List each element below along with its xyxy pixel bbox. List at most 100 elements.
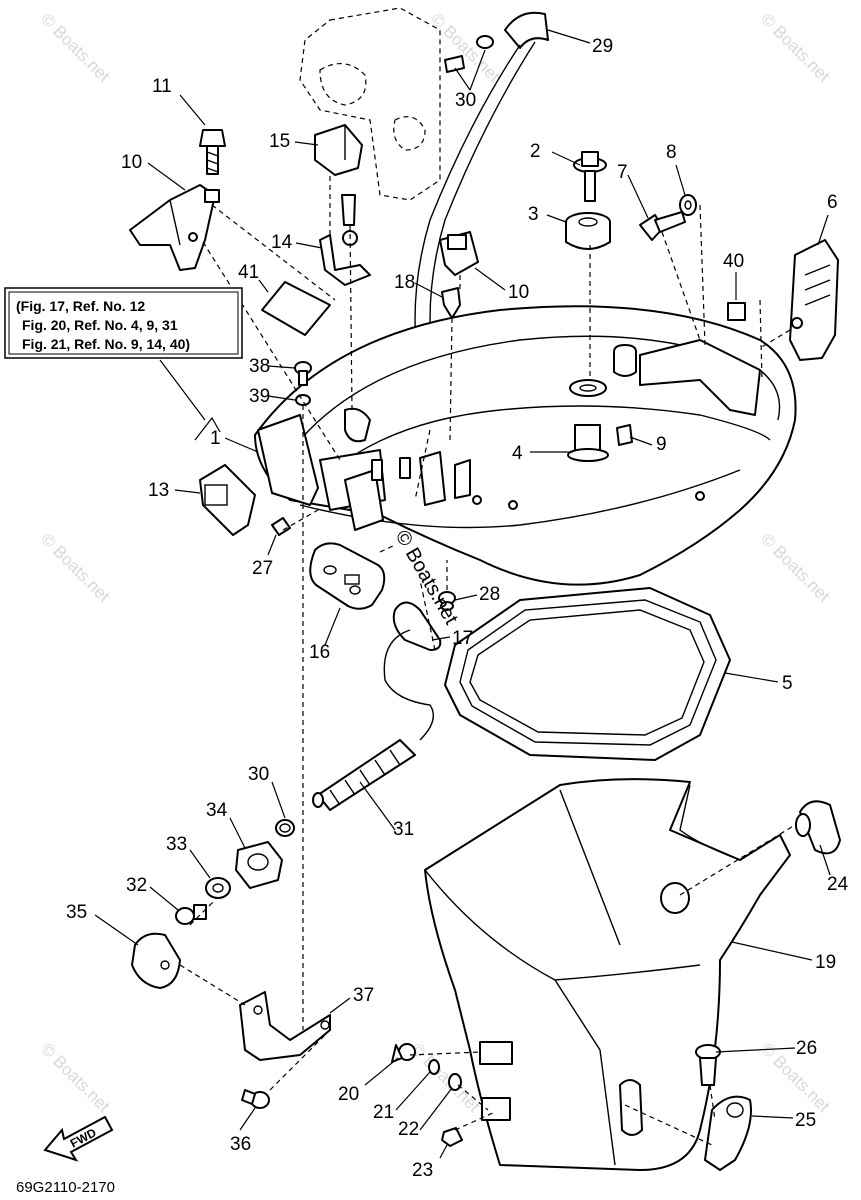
washer-39: [295, 394, 311, 406]
callout-7: 7: [617, 162, 628, 183]
diagram-part-number: 69G2110-2170: [16, 1179, 115, 1196]
watermark-bottom-left: © Boats.net: [37, 1039, 114, 1116]
bolt-2: [573, 151, 607, 202]
callout-41: 41: [238, 262, 259, 283]
callout-28: 28: [479, 584, 500, 605]
reference-note-frame: [4, 287, 243, 359]
callout-1: 1: [210, 428, 221, 449]
callout-16: 16: [309, 642, 330, 663]
bolt-7: [639, 211, 686, 241]
washer-21: [428, 1059, 440, 1075]
callout-25: 25: [795, 1110, 816, 1131]
latch-6: [789, 239, 839, 361]
callout-29: 29: [592, 36, 613, 57]
callout-15: 15: [269, 131, 290, 152]
callout-37: 37: [353, 985, 374, 1006]
grommet-15: [314, 124, 363, 176]
callout-39: 39: [249, 386, 270, 407]
seal-5: [444, 587, 731, 761]
callout-32: 32: [126, 875, 147, 896]
clamp-top: [444, 35, 494, 73]
watermark-top-right: © Boats.net: [757, 9, 834, 86]
callout-23: 23: [412, 1160, 433, 1181]
watermark-top-mid: © Boats.net: [427, 9, 504, 86]
fwd-arrow: FWD: [43, 1115, 114, 1162]
grommet-27: [271, 517, 291, 536]
callout-36: 36: [230, 1134, 251, 1155]
callout-13: 13: [148, 480, 169, 501]
callout-5: 5: [782, 673, 793, 694]
washer-33: [205, 877, 231, 899]
grommet-24: [795, 800, 841, 855]
reference-note-leader: [159, 359, 221, 441]
watermark-mid-right: © Boats.net: [757, 529, 834, 606]
callout-20: 20: [338, 1084, 359, 1105]
nut-28: [438, 591, 456, 611]
bracket-37: [239, 991, 331, 1061]
fwd-arrow-icon: [43, 1115, 114, 1162]
bottom-cowling: [254, 305, 797, 586]
bolt-12: [199, 129, 226, 175]
grommet-17: [392, 601, 442, 651]
callout-22: 22: [398, 1119, 419, 1140]
callout-leaders: [94, 29, 831, 1159]
watermark-mid-left: © Boats.net: [37, 529, 114, 606]
callout-14: 14: [271, 232, 293, 253]
engine-bracket-ghost: [299, 7, 441, 201]
callout-27: 27: [252, 558, 273, 579]
callout-33: 33: [166, 834, 187, 855]
callout-30-top: 30: [455, 90, 476, 111]
callout-18: 18: [394, 272, 415, 293]
washer-22: [448, 1073, 462, 1091]
label-40: [727, 302, 746, 321]
cable-31: [312, 629, 434, 811]
callout-9: 9: [656, 434, 667, 455]
callout-4: 4: [512, 443, 523, 464]
callout-35: 35: [66, 902, 87, 923]
grommet-3: [565, 212, 611, 250]
reference-note-inner-frame: [8, 291, 239, 355]
bracket-25: [704, 1095, 752, 1171]
callout-31: 31: [393, 819, 414, 840]
callout-numbers: 11 10 15 14 41 18 10 2 3 7 8 6 40 29 30 …: [66, 36, 849, 1181]
callout-8: 8: [666, 142, 677, 163]
label-41: [261, 281, 331, 336]
callout-12: 11: [152, 76, 172, 97]
callout-19: 19: [815, 952, 836, 973]
grommet-16: [309, 542, 386, 610]
callout-6: 6: [827, 192, 838, 213]
callout-11: 10: [121, 152, 142, 173]
callout-30-bottom: 30: [248, 764, 269, 785]
nut-23: [441, 1127, 463, 1147]
reference-note-box: (Fig. 17, Ref. No. 12 Fig. 20, Ref. No. …: [4, 287, 243, 441]
callout-21: 21: [373, 1102, 394, 1123]
reference-note-line-3: Fig. 21, Ref. No. 9, 14, 40): [22, 336, 190, 352]
callout-24: 24: [827, 874, 849, 895]
nut-34: [235, 841, 283, 889]
callout-34: 34: [206, 800, 228, 821]
callout-3: 3: [528, 204, 539, 225]
reference-note-line-2: Fig. 20, Ref. No. 4, 9, 31: [22, 317, 178, 333]
washer-8: [679, 194, 697, 216]
clip-14: [319, 194, 371, 286]
callout-10: 10: [508, 282, 529, 303]
lower-cover-19: [424, 778, 791, 1171]
callout-40: 40: [723, 251, 744, 272]
reference-note-line-1: (Fig. 17, Ref. No. 12: [16, 298, 145, 314]
callout-2: 2: [530, 141, 541, 162]
clamp-30: [275, 819, 295, 837]
bolt-38: [294, 361, 312, 386]
grommet-13: [199, 464, 256, 536]
grommet-10: [439, 231, 479, 276]
screw-36: [241, 1089, 270, 1109]
assembly-lines: [179, 176, 796, 1146]
bolt-18: [441, 287, 461, 319]
fitting-32: [175, 904, 207, 925]
watermark-top-left: © Boats.net: [37, 9, 114, 86]
screw-26: [695, 1044, 721, 1086]
screw-20: [391, 1043, 416, 1063]
bracket-11: [129, 184, 220, 271]
cap-35: [131, 932, 181, 989]
